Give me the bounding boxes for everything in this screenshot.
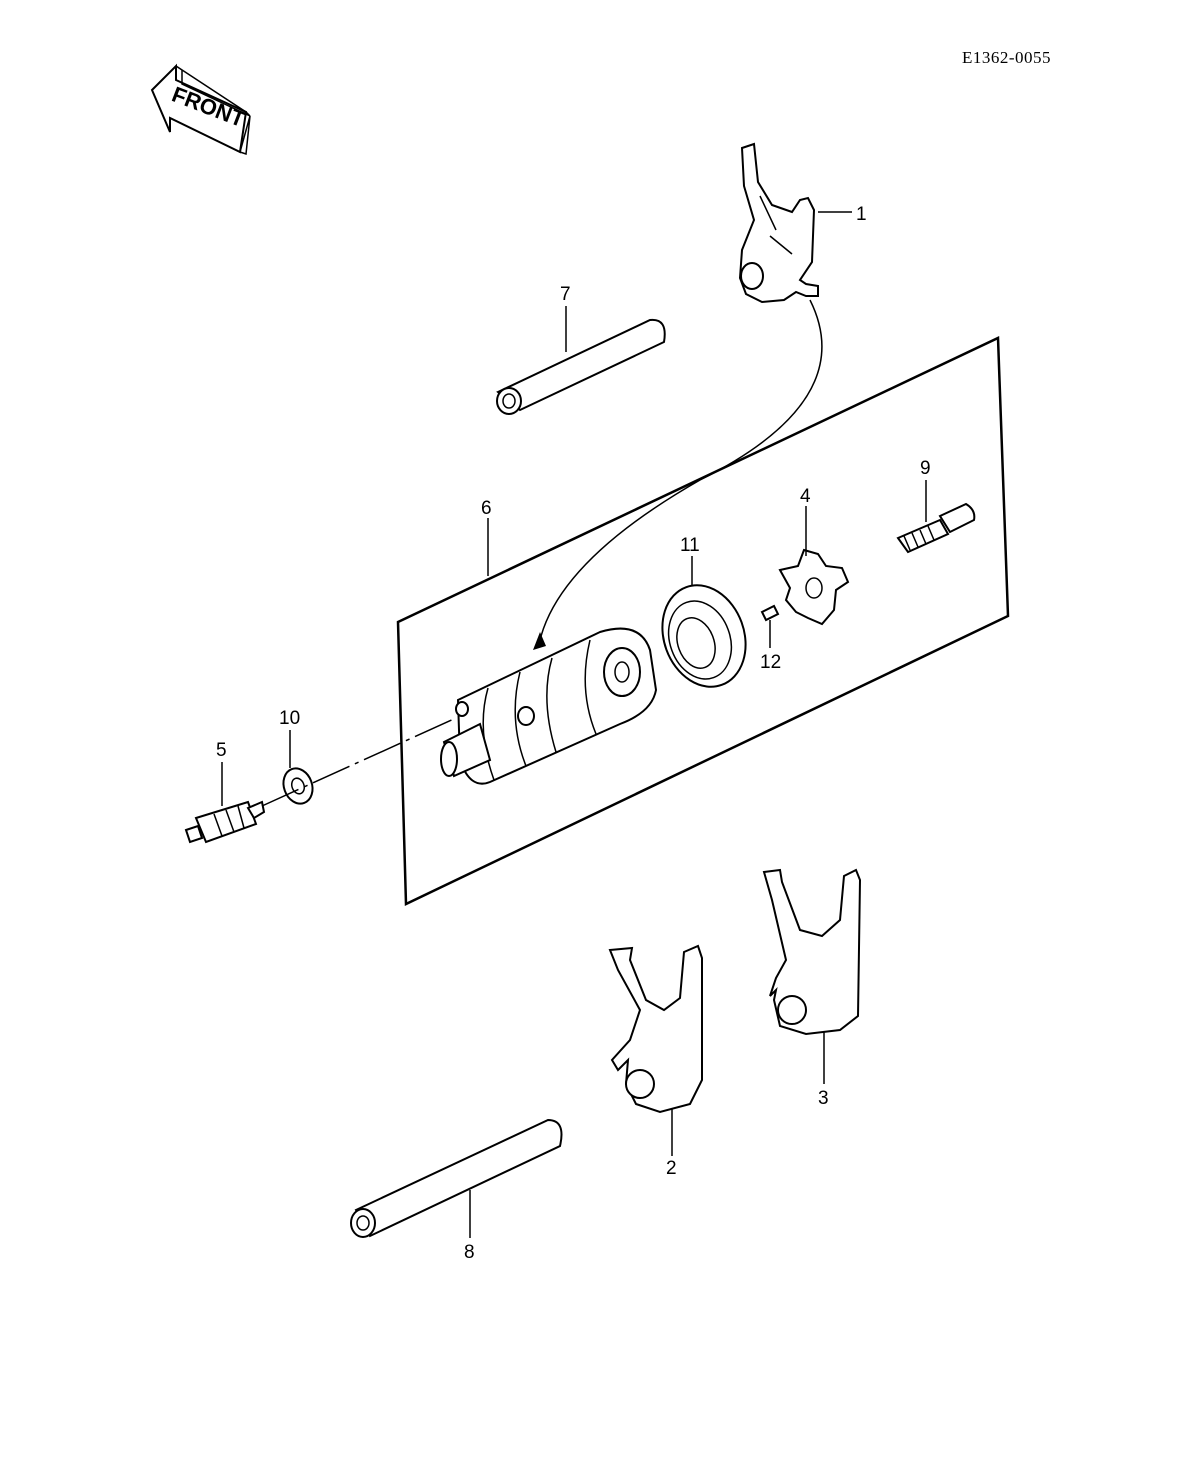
assembly-leader-fork1 (539, 299, 823, 641)
callout-12: 12 (760, 652, 781, 673)
bearing-11 (661, 584, 747, 688)
callout-7: 7 (560, 284, 571, 305)
callout-2: 2 (666, 1158, 677, 1179)
neutral-switch-5 (184, 800, 266, 844)
front-arrow-icon: FRONT (150, 63, 251, 156)
leader-arrowhead (533, 632, 546, 650)
assembly-frame (396, 336, 1010, 906)
shift-fork-2 (608, 944, 703, 1114)
callout-11: 11 (680, 535, 700, 556)
washer-10 (282, 767, 314, 805)
assembly-axis (261, 717, 457, 807)
cam-plate-4 (778, 548, 850, 626)
shift-fork-1 (738, 142, 819, 304)
shift-fork-3 (762, 868, 862, 1036)
callout-1: 1 (856, 204, 867, 225)
shift-drum-6 (440, 627, 658, 785)
callout-6: 6 (481, 498, 492, 519)
callout-8: 8 (464, 1242, 475, 1263)
callout-9: 9 (920, 458, 931, 479)
pin-12 (760, 604, 780, 622)
callout-3: 3 (818, 1088, 829, 1109)
shaft-7 (496, 318, 666, 415)
bolt-9 (896, 502, 976, 554)
reference-code: E1362-0055 (962, 48, 1052, 67)
callout-4: 4 (800, 486, 811, 507)
callout-5: 5 (216, 740, 227, 761)
shaft-8 (350, 1118, 563, 1238)
callout-10: 10 (279, 708, 300, 729)
